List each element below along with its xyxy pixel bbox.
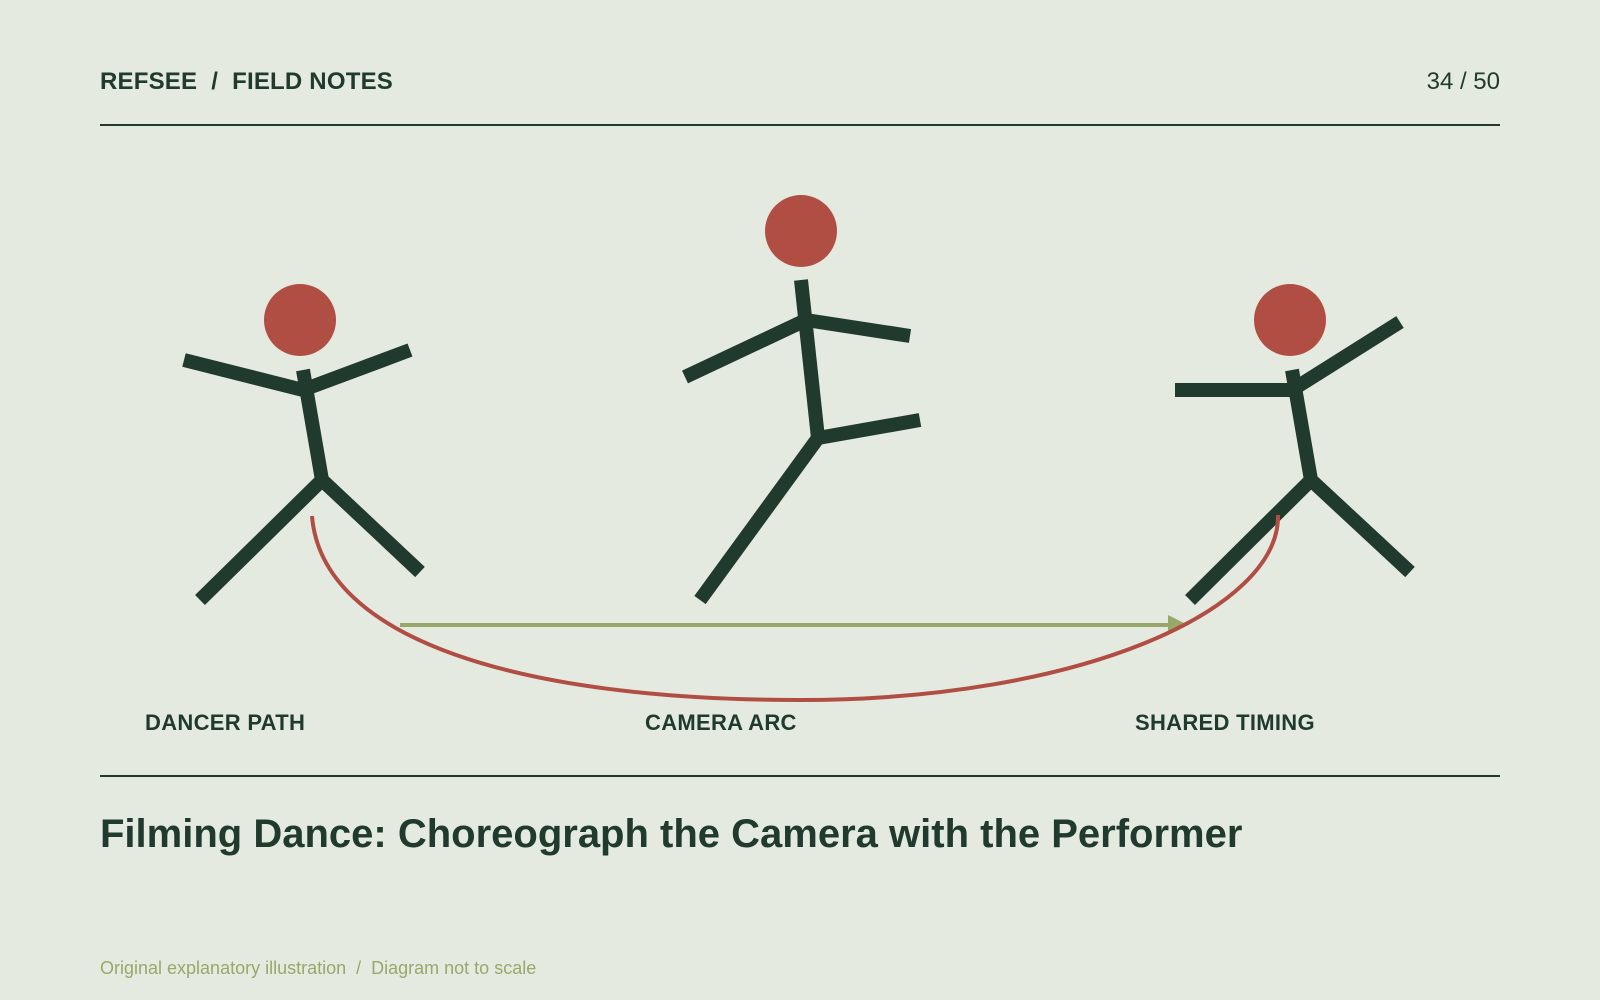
- label-dancer-path: DANCER PATH: [145, 710, 306, 735]
- dancer-figure-center: [682, 195, 922, 605]
- brand-separator: /: [211, 68, 219, 95]
- page-title: Filming Dance: Choreograph the Camera wi…: [100, 812, 1243, 856]
- section-name: FIELD NOTES: [232, 68, 393, 95]
- camera-arc: [310, 514, 1281, 703]
- dancer-figure-left: [182, 284, 425, 605]
- page-counter: 34 / 50: [1426, 68, 1500, 95]
- brand-name: REFSEE: [100, 68, 198, 95]
- label-shared-timing: SHARED TIMING: [1135, 710, 1315, 735]
- dancer-head-center: [765, 195, 837, 267]
- footer-scale-note: Diagram not to scale: [371, 958, 537, 978]
- dancer-figure-right: [1175, 284, 1415, 605]
- header: REFSEE / FIELD NOTES 34 / 50: [100, 62, 1500, 102]
- title-divider: [100, 775, 1500, 777]
- dancer-path-arrow: [400, 615, 1188, 635]
- header-divider: [100, 124, 1500, 126]
- footer-note: Original explanatory illustration: [100, 958, 347, 978]
- footer-caption: Original explanatory illustration / Diagra…: [100, 958, 536, 979]
- footer-separator: /: [356, 958, 362, 978]
- brand: REFSEE / FIELD NOTES: [100, 68, 393, 96]
- dancer-head-left: [264, 284, 336, 356]
- dancer-head-right: [1254, 284, 1326, 356]
- label-camera-arc: CAMERA ARC: [645, 710, 797, 735]
